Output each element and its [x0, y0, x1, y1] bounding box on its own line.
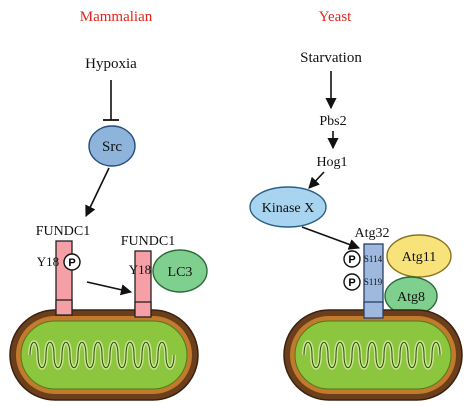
fundc1-right-label: FUNDC1 [121, 234, 175, 249]
phospho-circle-s114 [343, 250, 361, 268]
src-node [88, 125, 136, 167]
kinase-x-label: Kinase X [262, 201, 315, 216]
hog1-label: Hog1 [316, 155, 347, 170]
phospho-label-s119: P [348, 277, 355, 289]
fundc1-right-anchor [134, 301, 152, 318]
kinasex-to-atg32-arrow [301, 226, 361, 250]
pbs2-label: Pbs2 [319, 114, 346, 129]
atg8-label: Atg8 [397, 290, 425, 305]
src-label: Src [102, 139, 122, 155]
phospho-label-fundc1: P [68, 257, 75, 269]
fundc1-left-label: FUNDC1 [36, 224, 90, 239]
mitochondrion-yeast [283, 309, 463, 401]
atg32-label: Atg32 [355, 226, 390, 241]
kinase-x-node [249, 186, 327, 228]
mammalian-title: Mammalian [80, 9, 153, 25]
yeast-title: Yeast [319, 9, 352, 25]
atg11-node [386, 234, 452, 278]
phospho-circle-s119 [343, 273, 361, 291]
fundc1-to-lc3-arrow [86, 281, 133, 296]
mitochondrion-mammalian [9, 309, 199, 401]
atg11-label: Atg11 [402, 250, 436, 265]
fundc1-left-anchor [55, 299, 73, 316]
s119-label: S119 [364, 277, 383, 287]
starvation-label: Starvation [300, 50, 362, 66]
hypoxia-label: Hypoxia [85, 56, 137, 72]
y18-left-label: Y18 [37, 254, 59, 269]
lc3-node [152, 249, 208, 293]
phospho-circle-fundc1 [63, 253, 81, 271]
src-to-fundc1-arrow [85, 167, 110, 218]
s114-label: S114 [364, 254, 383, 264]
atg32-anchor [363, 301, 384, 319]
y18-right-label: Y18 [129, 262, 151, 277]
hog1-to-kinasex-arrow [308, 171, 325, 189]
phospho-label-s114: P [348, 254, 355, 266]
lc3-label: LC3 [168, 265, 193, 280]
